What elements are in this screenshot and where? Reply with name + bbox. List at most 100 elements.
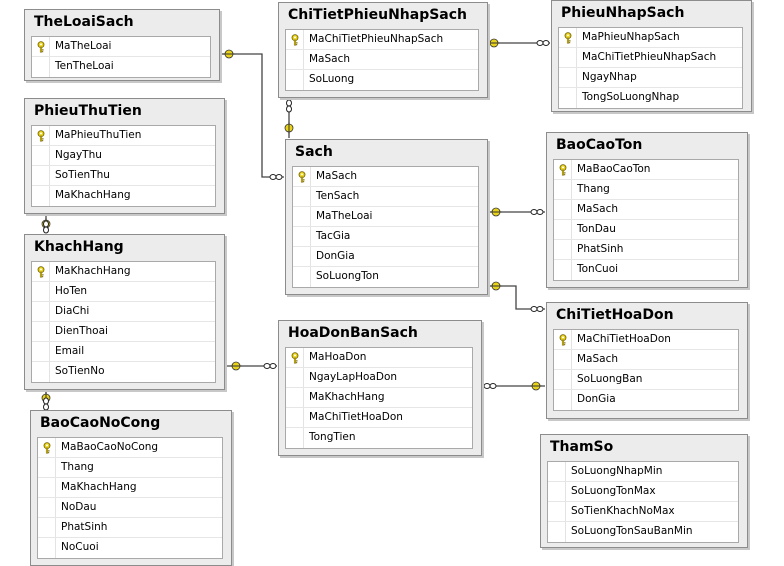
column-row[interactable]: SoLuongTonSauBanMin xyxy=(548,522,738,542)
column-row[interactable]: MaSach xyxy=(554,200,738,220)
one-end-key-icon xyxy=(530,381,542,391)
column-row[interactable]: Thang xyxy=(554,180,738,200)
column-row[interactable]: MaSach xyxy=(554,350,738,370)
column-row[interactable]: NgayThu xyxy=(32,146,215,166)
column-row[interactable]: MaPhieuThuTien xyxy=(32,126,215,146)
row-selector xyxy=(554,240,572,259)
column-row[interactable]: TenTheLoai xyxy=(32,57,210,77)
row-selector xyxy=(32,57,50,77)
column-row[interactable]: TongSoLuongNhap xyxy=(559,88,742,108)
row-selector xyxy=(32,146,50,165)
column-row[interactable]: TongTien xyxy=(286,428,472,448)
column-row[interactable]: DienThoai xyxy=(32,322,215,342)
column-row[interactable]: MaChiTietPhieuNhapSach xyxy=(559,48,742,68)
column-row[interactable]: NgayLapHoaDon xyxy=(286,368,472,388)
column-name: MaSach xyxy=(577,203,619,215)
column-row[interactable]: SoLuongNhapMin xyxy=(548,462,738,482)
column-row[interactable]: MaBaoCaoNoCong xyxy=(38,438,222,458)
column-row[interactable]: TonDau xyxy=(554,220,738,240)
column-row[interactable]: PhatSinh xyxy=(554,240,738,260)
column-row[interactable]: TenSach xyxy=(293,187,478,207)
column-row[interactable]: MaSach xyxy=(286,50,478,70)
row-selector xyxy=(559,28,577,47)
rel-phieunhapsach-chitietphieunhapsach[interactable] xyxy=(488,38,550,48)
column-row[interactable]: TacGia xyxy=(293,227,478,247)
column-row[interactable]: HoTen xyxy=(32,282,215,302)
rel-theloaisach-sach[interactable] xyxy=(221,49,284,180)
row-selector xyxy=(32,342,50,361)
column-row[interactable]: MaTheLoai xyxy=(32,37,210,57)
column-name: SoTienKhachNoMax xyxy=(571,505,675,517)
column-name: TongSoLuongNhap xyxy=(582,91,680,103)
rel-chitiethoadon-hoadonbansach[interactable] xyxy=(483,381,545,391)
column-row[interactable]: SoTienNo xyxy=(32,362,215,382)
rel-sach-chitietphieunhapsach[interactable] xyxy=(284,99,294,138)
column-row[interactable]: SoTienThu xyxy=(32,166,215,186)
column-row[interactable]: MaChiTietHoaDon xyxy=(554,330,738,350)
column-row[interactable]: MaPhieuNhapSach xyxy=(559,28,742,48)
column-row[interactable]: MaKhachHang xyxy=(32,262,215,282)
rel-sach-baocaoton[interactable] xyxy=(489,207,545,217)
row-selector xyxy=(548,482,566,501)
row-selector xyxy=(286,408,304,427)
column-row[interactable]: SoLuongBan xyxy=(554,370,738,390)
column-row[interactable]: Email xyxy=(32,342,215,362)
column-row[interactable]: SoLuongTonMax xyxy=(548,482,738,502)
many-end-infinity-icon xyxy=(269,174,283,180)
rel-khachhang-hoadonbansach[interactable] xyxy=(226,361,277,371)
table-title: ChiTietPhieuNhapSach xyxy=(288,7,468,23)
rel-khachhang-baocaonocong[interactable] xyxy=(41,391,51,411)
column-row[interactable]: MaTheLoai xyxy=(293,207,478,227)
column-row[interactable]: DonGia xyxy=(554,390,738,410)
column-row[interactable]: MaHoaDon xyxy=(286,348,472,368)
column-name: MaChiTietHoaDon xyxy=(309,411,403,423)
row-selector xyxy=(293,267,311,287)
primary-key-icon xyxy=(559,164,567,176)
column-row[interactable]: MaKhachHang xyxy=(38,478,222,498)
column-row[interactable]: TonCuoi xyxy=(554,260,738,280)
column-row[interactable]: DonGia xyxy=(293,247,478,267)
column-row[interactable]: MaChiTietPhieuNhapSach xyxy=(286,30,478,50)
row-selector xyxy=(32,322,50,341)
column-name: TonDau xyxy=(577,223,616,235)
many-end-infinity-icon xyxy=(483,383,497,389)
column-row[interactable]: DiaChi xyxy=(32,302,215,322)
rel-sach-chitiethoadon[interactable] xyxy=(489,281,545,312)
column-row[interactable]: MaKhachHang xyxy=(32,186,215,206)
column-name: MaChiTietHoaDon xyxy=(577,333,671,345)
column-row[interactable]: Thang xyxy=(38,458,222,478)
primary-key-icon xyxy=(564,32,572,44)
column-row[interactable]: SoTienKhachNoMax xyxy=(548,502,738,522)
column-row[interactable]: MaChiTietHoaDon xyxy=(286,408,472,428)
column-row[interactable]: MaKhachHang xyxy=(286,388,472,408)
column-row[interactable]: NoCuoi xyxy=(38,538,222,558)
primary-key-icon xyxy=(298,171,306,183)
row-selector xyxy=(32,362,50,382)
column-row[interactable]: SoLuong xyxy=(286,70,478,90)
column-row[interactable]: NgayNhap xyxy=(559,68,742,88)
column-row[interactable]: PhatSinh xyxy=(38,518,222,538)
row-selector xyxy=(293,207,311,226)
column-row[interactable]: SoLuongTon xyxy=(293,267,478,287)
rel-khachhang-phieuthutien[interactable] xyxy=(41,215,51,234)
column-row[interactable]: MaSach xyxy=(293,167,478,187)
column-name: DiaChi xyxy=(55,305,90,317)
row-selector xyxy=(559,68,577,87)
column-row[interactable]: MaBaoCaoTon xyxy=(554,160,738,180)
column-row[interactable]: NoDau xyxy=(38,498,222,518)
